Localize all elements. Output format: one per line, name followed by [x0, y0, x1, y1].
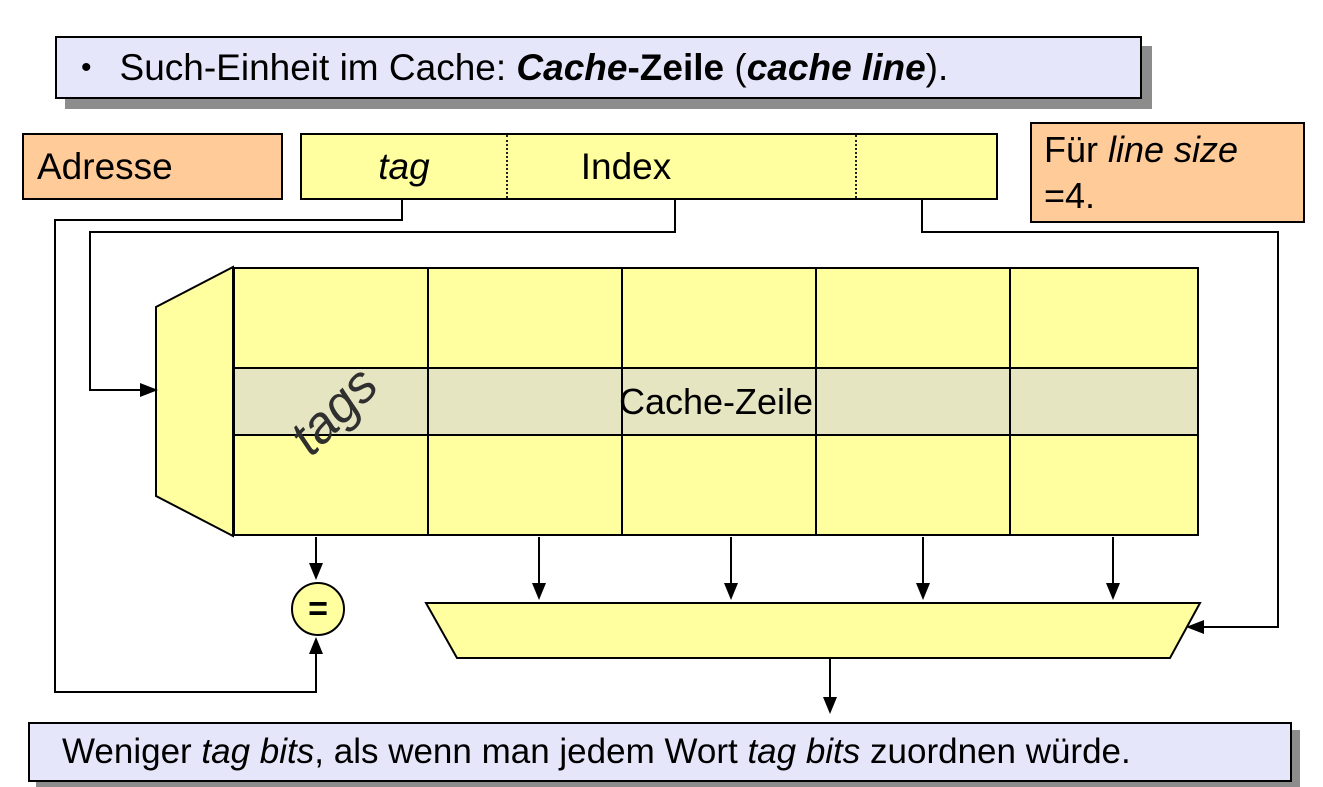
note-tagbits-italic: tag bits — [747, 732, 861, 771]
word-arrowhead-icon — [1106, 583, 1120, 600]
field-separator — [855, 135, 857, 198]
cache-grid-line — [621, 269, 623, 534]
word-arrowhead-icon — [724, 583, 738, 600]
equals-symbol: = — [308, 589, 328, 628]
line-size-plain: Für — [1044, 129, 1109, 170]
offset-wire-arrowhead-icon — [1186, 620, 1204, 634]
note-plain: zuordnen würde. — [860, 732, 1131, 771]
bullet-icon: • — [81, 50, 92, 84]
title-zeile-bold: -Zeile — [627, 46, 725, 88]
word-arrowhead-icon — [916, 583, 930, 600]
title-cache-bold-italic: Cache — [516, 46, 628, 88]
cache-line-row — [235, 367, 1197, 436]
note-plain: , als wenn man jedem Wort — [314, 732, 748, 771]
tags-funnel — [155, 265, 234, 538]
bottom-note-box: Weniger tag bits, als wenn man jedem Wor… — [28, 722, 1292, 782]
line-size-note-box: Für line size =4. — [1030, 122, 1305, 223]
cache-line-label: Cache-Zeile — [618, 380, 814, 422]
address-field-bar: tag Index — [300, 133, 998, 200]
field-index: Index — [580, 145, 672, 187]
address-label: Adresse — [37, 145, 173, 187]
field-separator — [506, 135, 508, 198]
bottom-note-text: Weniger tag bits, als wenn man jedem Wor… — [62, 732, 1131, 772]
title-paren-close: ). — [925, 46, 949, 88]
index-wire-arrowhead-icon — [140, 383, 158, 397]
multiplexer — [424, 602, 1202, 659]
cache-grid-line — [815, 269, 817, 534]
word-arrowhead-icon — [532, 583, 546, 600]
stored-tag-arrowhead-icon — [309, 563, 323, 580]
mux-output-arrowhead-icon — [823, 697, 837, 714]
address-label-box: Adresse — [22, 133, 283, 200]
tag-wire-arrowhead-icon — [309, 637, 323, 654]
line-size-italic: line size — [1108, 129, 1239, 170]
cache-array-table: Cache-Zeile — [233, 267, 1199, 536]
note-tagbits-italic: tag bits — [201, 732, 315, 771]
slide-title-box: • Such-Einheit im Cache: Cache-Zeile (ca… — [55, 36, 1142, 99]
field-offset — [855, 135, 996, 198]
cache-grid-line — [1009, 269, 1011, 534]
title-cacheline-bold-italic: cache line — [746, 46, 926, 88]
title-plain: Such-Einheit im Cache: — [119, 46, 517, 88]
line-size-value: =4. — [1044, 175, 1096, 216]
comparator-circle: = — [291, 582, 345, 636]
cache-grid-line — [427, 269, 429, 534]
title-paren-open: ( — [724, 46, 747, 88]
slide-title-text: Such-Einheit im Cache: Cache-Zeile (cach… — [120, 47, 949, 89]
note-plain: Weniger — [62, 732, 202, 771]
field-tag: tag — [378, 145, 430, 187]
